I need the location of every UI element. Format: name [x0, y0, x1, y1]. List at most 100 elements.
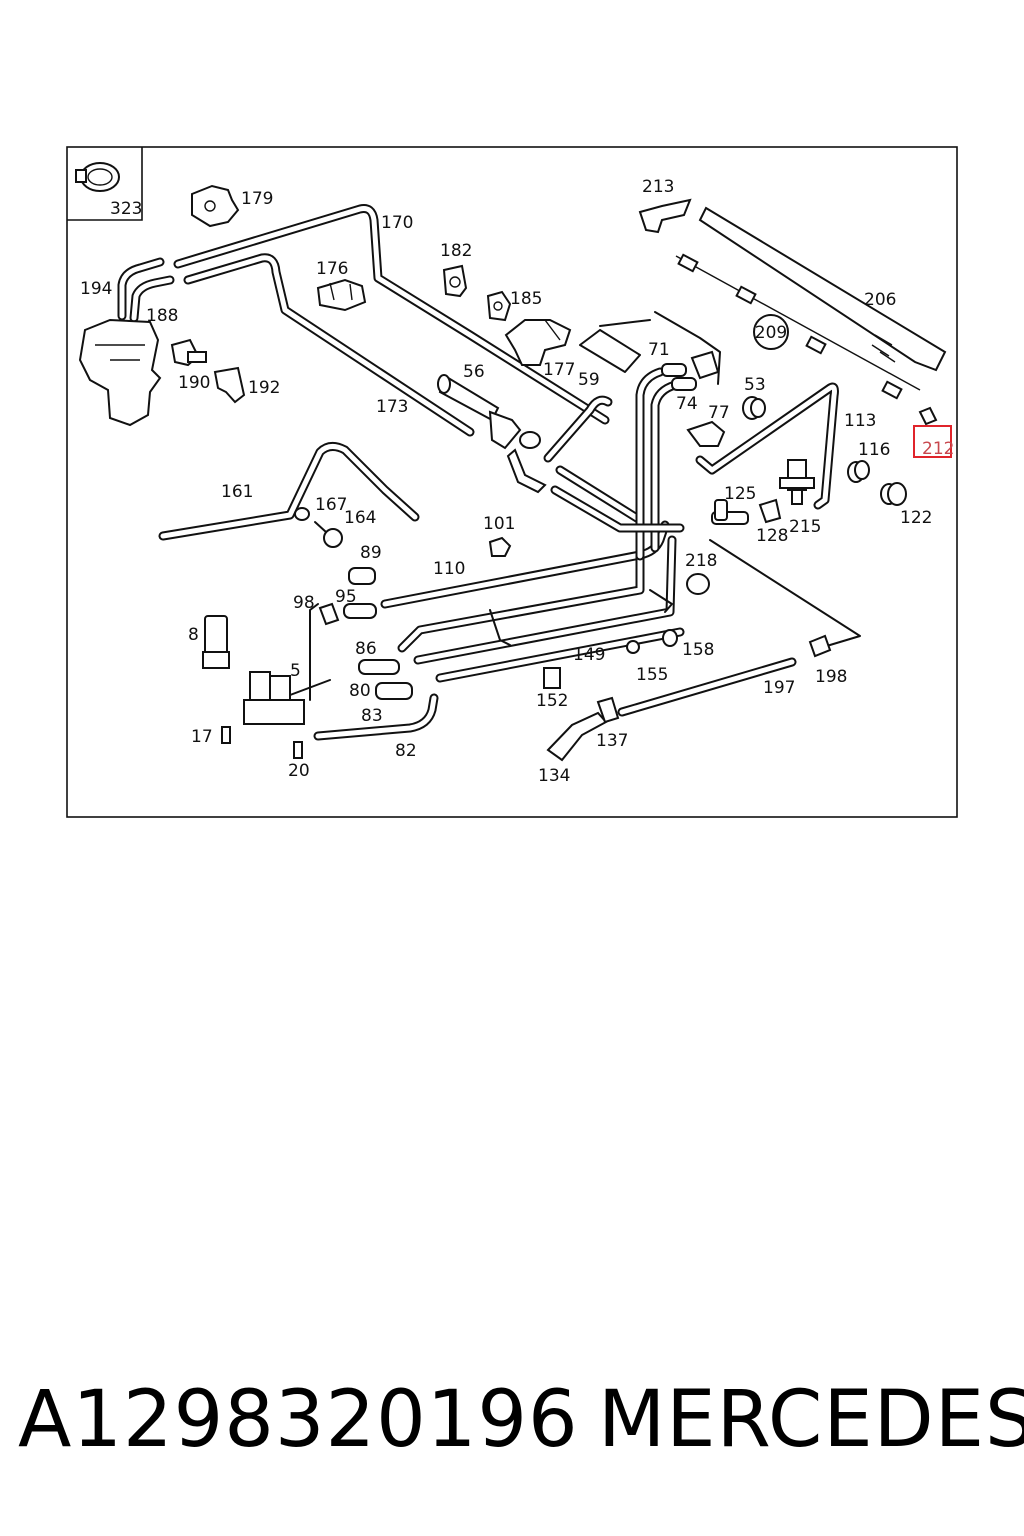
part-label-197: 197	[763, 678, 795, 698]
brand-name: MERCEDES	[598, 1375, 1024, 1465]
part-label-152: 152	[536, 691, 568, 711]
part-label-192: 192	[248, 378, 280, 398]
part-80	[375, 682, 413, 700]
part-label-185: 185	[510, 289, 542, 309]
part-label-5: 5	[290, 661, 301, 681]
circled-label-ring	[753, 314, 789, 350]
clamp-icon	[75, 162, 120, 192]
highlight-box	[913, 425, 952, 458]
part-213	[638, 198, 692, 234]
part-label-101: 101	[483, 514, 515, 534]
part-179	[191, 184, 240, 228]
part-label-155: 155	[636, 665, 668, 685]
part-label-125: 125	[724, 484, 756, 504]
part-labels: 179 170 213 194 188 176 182 185 206 190 192 177 71 56…	[80, 177, 932, 786]
diagram-frame	[66, 146, 958, 818]
part-185	[486, 290, 512, 322]
part-label-215: 215	[789, 517, 821, 537]
part-17-20	[221, 726, 303, 759]
part-176	[316, 278, 367, 312]
part-95	[343, 603, 377, 619]
part-177	[504, 319, 572, 366]
part-label-77: 77	[708, 403, 730, 423]
part-label-122: 122	[900, 508, 932, 528]
part-label-74: 74	[676, 394, 698, 414]
part-label-190: 190	[178, 373, 210, 393]
part-label-59: 59	[578, 370, 600, 390]
panel-206	[675, 206, 947, 400]
part-89	[348, 567, 376, 585]
part-label-198: 198	[815, 667, 847, 687]
part-label-206: 206	[864, 290, 896, 310]
part-label-218: 218	[685, 551, 717, 571]
part-8	[202, 615, 230, 669]
part-53	[742, 396, 766, 420]
part-86	[358, 659, 400, 675]
part-label-116: 116	[858, 440, 890, 460]
part-label-161: 161	[221, 482, 253, 502]
part-number: A1298320196	[18, 1375, 579, 1465]
part-190	[170, 338, 207, 367]
part-label-179: 179	[241, 189, 273, 209]
part-label-177: 177	[543, 360, 575, 380]
part-label-17: 17	[191, 727, 213, 747]
part-label-194: 194	[80, 279, 112, 299]
part-label-83: 83	[361, 706, 383, 726]
part-label-113: 113	[844, 411, 876, 431]
part-label-170: 170	[381, 213, 413, 233]
part-152	[543, 667, 561, 689]
part-label-149: 149	[573, 645, 605, 665]
part-167-164	[294, 507, 343, 548]
part-label-20: 20	[288, 761, 310, 781]
part-label-8: 8	[188, 625, 199, 645]
part-label-53: 53	[744, 375, 766, 395]
part-label-176: 176	[316, 259, 348, 279]
part-label-56: 56	[463, 362, 485, 382]
part-101	[488, 536, 512, 557]
part-134-137	[546, 696, 620, 762]
part-label-128: 128	[756, 526, 788, 546]
highlighted-label: 212	[922, 439, 954, 459]
part-77	[686, 420, 726, 447]
part-label-71: 71	[648, 340, 670, 360]
part-label-80: 80	[349, 681, 371, 701]
part-label-95: 95	[335, 587, 357, 607]
part-155-158	[626, 629, 678, 654]
part-label-86: 86	[355, 639, 377, 659]
part-218	[686, 573, 710, 595]
part-128	[758, 498, 782, 524]
footer: A1298320196 MERCEDES	[0, 1365, 1024, 1475]
leader-lines	[244, 311, 861, 713]
parts-diagram-svg: 209 323 212 1791702131941881761821852061…	[66, 146, 958, 818]
part-182	[442, 264, 468, 298]
part-5	[243, 671, 305, 725]
part-198	[808, 634, 832, 658]
corner-inset-box	[67, 147, 143, 221]
part-label-137: 137	[596, 731, 628, 751]
part-label-110: 110	[433, 559, 465, 579]
part-212	[918, 406, 938, 426]
part-label-164: 164	[344, 508, 376, 528]
part-label-98: 98	[293, 593, 315, 613]
part-71	[661, 350, 720, 391]
part-116	[847, 460, 870, 483]
pipe-network	[117, 204, 839, 741]
part-label-167: 167	[315, 495, 347, 515]
corner-label: 323	[110, 199, 142, 219]
part-label-89: 89	[360, 543, 382, 563]
circled-label: 209	[755, 323, 787, 343]
part-125	[711, 499, 749, 525]
part-label-173: 173	[376, 397, 408, 417]
part-215	[779, 459, 815, 505]
part-label-182: 182	[440, 241, 472, 261]
part-56	[437, 374, 547, 494]
part-label-134: 134	[538, 766, 570, 786]
part-122	[880, 482, 907, 506]
part-98	[318, 602, 340, 626]
part-label-213: 213	[642, 177, 674, 197]
part-label-158: 158	[682, 640, 714, 660]
part-192	[213, 366, 246, 404]
part-label-188: 188	[146, 306, 178, 326]
reservoir-part	[78, 318, 162, 427]
